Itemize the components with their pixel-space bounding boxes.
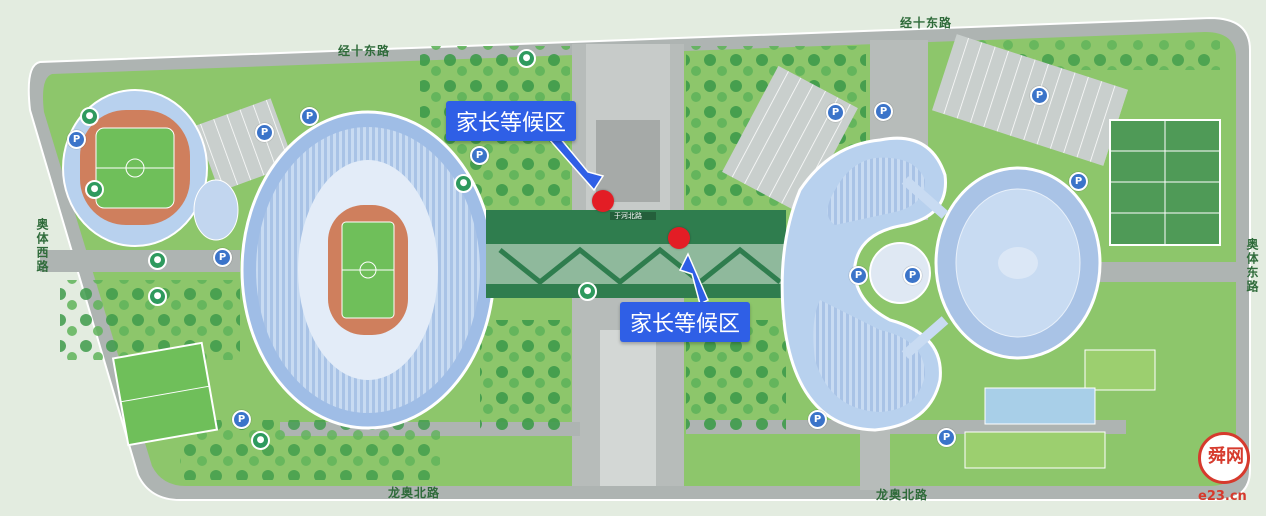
sports-courts: [984, 387, 1096, 425]
toilet-icon: ●: [454, 174, 473, 193]
parking-icon: P: [826, 103, 845, 122]
parking-lot: [932, 34, 1128, 166]
toilet-icon: ●: [80, 107, 99, 126]
parking-icon: P: [67, 130, 86, 149]
parent-waiting-area-label-upper: 家长等候区: [446, 101, 577, 141]
parking-icon: P: [1030, 86, 1049, 105]
road-label-bottom-left: 龙奥北路: [388, 486, 441, 500]
toilet-icon: ●: [251, 431, 270, 450]
parking-icon: P: [1069, 172, 1088, 191]
parking-icon: P: [255, 123, 274, 142]
parking-icon: P: [232, 410, 251, 429]
parking-icon: P: [903, 266, 922, 285]
toilet-icon: ●: [85, 180, 104, 199]
parking-icon: P: [849, 266, 868, 285]
watermark-seal: [1198, 432, 1250, 484]
toilet-icon: ●: [578, 282, 597, 301]
parking-icon: P: [808, 410, 827, 429]
road-label-right: 奥体东路: [1245, 238, 1259, 294]
toilet-icon: ●: [148, 287, 167, 306]
road-label-left: 奥体西路: [35, 218, 49, 274]
parking-icon: P: [937, 428, 956, 447]
watermark-seal-text: 舜网: [1208, 446, 1244, 467]
road-label-bridge: 于河北路: [614, 212, 642, 220]
sports-courts: [1084, 349, 1156, 391]
west-cross-road: [40, 250, 240, 272]
parking-icon: P: [470, 146, 489, 165]
parking-icon: P: [300, 107, 319, 126]
parent-waiting-area-label-lower: 家长等候区: [620, 302, 751, 342]
parking-icon: P: [874, 102, 893, 121]
road-label-bottom-right: 龙奥北路: [876, 488, 929, 502]
road-label-top-right: 经十东路: [900, 16, 953, 30]
road-label-top-left: 经十东路: [338, 44, 391, 58]
parking-icon: P: [213, 248, 232, 267]
sports-courts: [964, 431, 1106, 469]
watermark-text: e23.cn: [1198, 489, 1247, 504]
toilet-icon: ●: [517, 49, 536, 68]
parking-lot: [722, 65, 858, 215]
waiting-area-marker-lower: [668, 227, 690, 249]
east-cross-road: [1090, 262, 1240, 282]
waiting-area-marker-upper: [592, 190, 614, 212]
toilet-icon: ●: [148, 251, 167, 270]
